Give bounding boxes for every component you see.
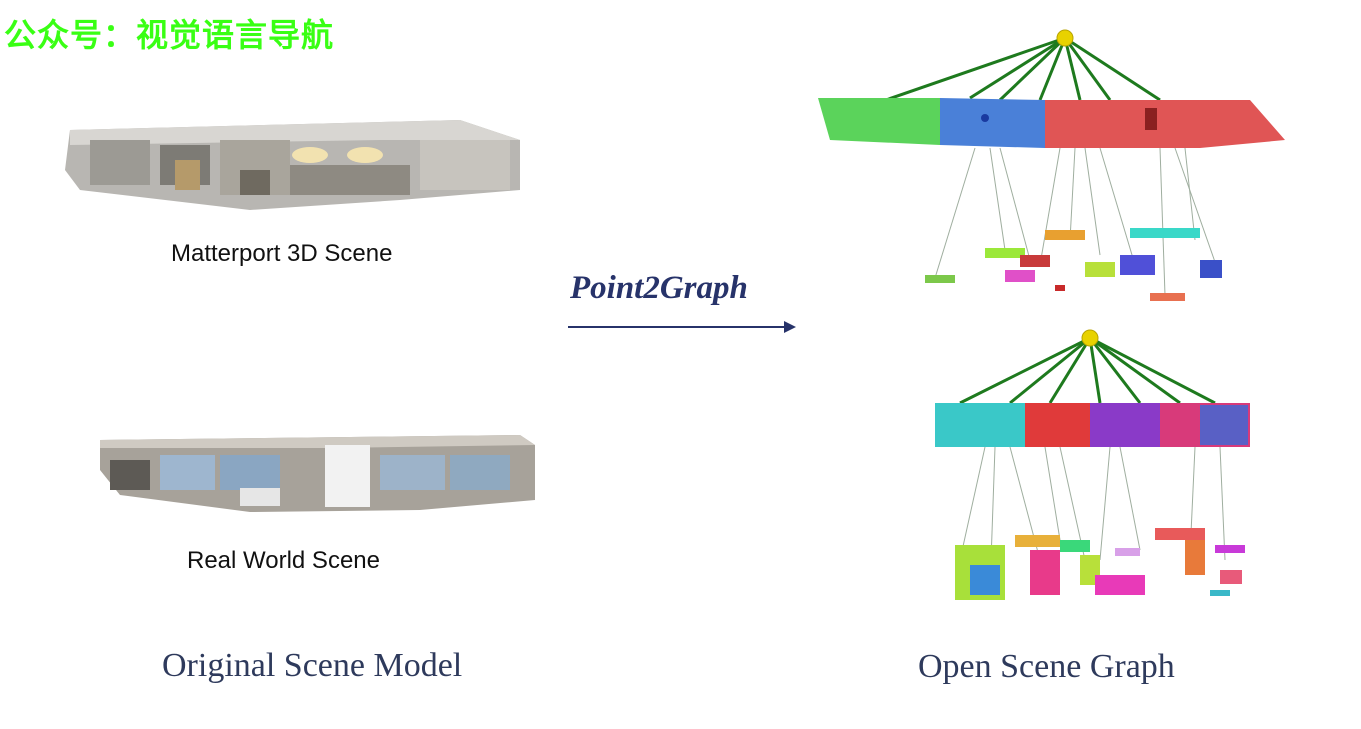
point2graph-label: Point2Graph: [570, 270, 748, 306]
watermark-text: 公众号：视觉语言导航: [4, 16, 335, 54]
arrow: [568, 321, 796, 333]
original-scene-model-title: Original Scene Model: [162, 647, 463, 684]
matterport-scene-image: [65, 120, 520, 210]
scene-graph-bottom: [935, 329, 1250, 600]
real-world-scene-image: [100, 435, 535, 512]
open-scene-graph-title: Open Scene Graph: [918, 648, 1175, 685]
matterport-scene-caption: Matterport 3D Scene: [171, 240, 393, 267]
real-world-scene-caption: Real World Scene: [187, 547, 380, 574]
scene-graph-top: [818, 29, 1285, 301]
